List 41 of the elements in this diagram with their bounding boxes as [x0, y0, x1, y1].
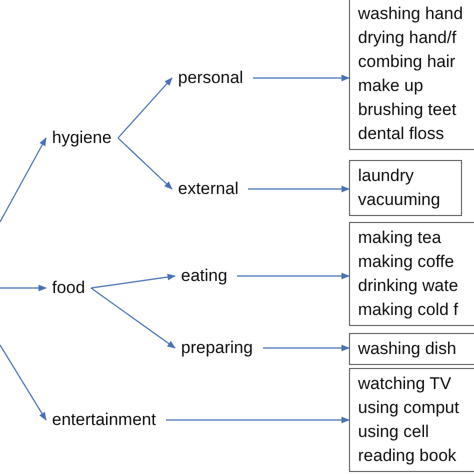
- category-label: personal: [174, 66, 248, 90]
- activity-list-box: [349, 368, 474, 472]
- arrow: [237, 272, 350, 280]
- arrow: [248, 186, 350, 192]
- activity-text: laundry: [358, 165, 415, 187]
- category-label: food: [48, 276, 90, 300]
- activity-text: using cell: [358, 421, 430, 443]
- activity-list-box: [349, 160, 462, 216]
- activity-list-box: [349, 222, 474, 326]
- category-label: eating: [177, 264, 232, 288]
- activity-text: make up: [358, 75, 424, 97]
- activity-text: washing hand: [358, 3, 464, 25]
- category-label: hygiene: [48, 126, 116, 150]
- activity-text: drinking wate: [358, 275, 460, 297]
- arrow: [90, 274, 176, 289]
- activity-text: making tea: [358, 227, 442, 249]
- arrow: [166, 416, 350, 424]
- arrow: [118, 138, 173, 190]
- arrow: [263, 344, 350, 352]
- category-label: entertainment: [48, 408, 160, 432]
- arrow: [118, 77, 173, 138]
- activity-text: drying hand/f: [358, 27, 458, 49]
- activity-text: using comput: [358, 397, 460, 419]
- category-label: external: [174, 177, 242, 201]
- activity-text: reading book: [358, 445, 458, 467]
- activity-list-box: [349, 0, 474, 150]
- activity-text: making cold f: [358, 299, 460, 321]
- activity-text: washing dish: [358, 338, 458, 360]
- arrow: [253, 74, 350, 82]
- activity-text: making coffe: [358, 251, 456, 273]
- arrow: [0, 344, 47, 421]
- activity-text: vacuuming: [358, 189, 442, 211]
- activity-list-box: [349, 333, 474, 365]
- arrow: [0, 137, 47, 222]
- arrow: [0, 284, 47, 292]
- activity-text: brushing teet: [358, 99, 458, 121]
- category-label: preparing: [177, 336, 257, 360]
- activity-text: watching TV: [358, 373, 452, 395]
- arrow: [90, 288, 176, 348]
- activity-text: combing hair: [358, 51, 456, 73]
- activity-text: dental floss: [358, 123, 445, 145]
